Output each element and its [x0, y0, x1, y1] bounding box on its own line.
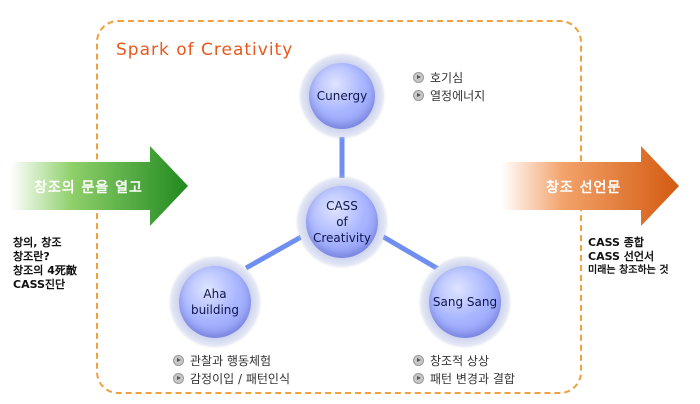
left-arrow — [10, 146, 188, 226]
bullet-arrow-icon — [173, 354, 184, 366]
connector-left — [244, 229, 312, 271]
right-arrow — [501, 146, 679, 226]
right-arrow-label: 창조 선언문 — [546, 180, 622, 196]
notes-cunergy: 호기심 열정에너지 — [413, 68, 485, 104]
node-cunergy-label: Cunergy — [316, 89, 368, 103]
bullet-arrow-icon — [413, 71, 424, 83]
node-center-label: CASS of Creativity — [312, 199, 372, 245]
left-list: 창의, 창조 창조란? 창조의 4死敵 CASS진단 — [13, 236, 77, 292]
bullet-arrow-icon — [413, 354, 424, 366]
left-arrow-label: 창조의 문을 열고 — [34, 180, 143, 196]
note-text: 열정에너지 — [430, 88, 486, 103]
bullet-arrow-icon — [173, 372, 184, 384]
node-sangsang-label: Sang Sang — [432, 295, 498, 309]
right-list-item: 미래는 창조하는 것 — [588, 265, 669, 276]
bullet-arrow-icon — [413, 89, 424, 101]
left-list-item: 창조의 4死敵 — [13, 264, 77, 277]
right-list-item: CASS 종합 — [588, 236, 645, 249]
note-text: 호기심 — [430, 70, 464, 85]
node-aha-building: Aha building — [171, 258, 259, 346]
right-list-item: CASS 선언서 — [588, 250, 655, 263]
note-text: 창조적 상상 — [430, 353, 490, 368]
connector-right — [373, 229, 442, 273]
node-sang-sang: Sang Sang — [421, 258, 509, 346]
node-cunergy: Cunergy — [301, 55, 383, 137]
left-list-item: 창의, 창조 — [13, 236, 62, 249]
note-text: 관찰과 행동체험 — [190, 353, 272, 368]
node-cass-center: CASS of Creativity — [298, 178, 386, 266]
left-list-item: CASS진단 — [13, 278, 66, 291]
left-list-item: 창조란? — [13, 250, 50, 263]
bullet-arrow-icon — [413, 372, 424, 384]
notes-aha: 관찰과 행동체험 감정이입 / 패턴인식 — [173, 351, 290, 387]
notes-sangsang: 창조적 상상 패턴 변경과 결합 — [413, 351, 515, 387]
right-list: CASS 종합 CASS 선언서 미래는 창조하는 것 — [588, 236, 669, 278]
diagram-title: Spark of Creativity — [116, 40, 294, 60]
note-text: 패턴 변경과 결합 — [430, 371, 515, 386]
note-text: 감정이입 / 패턴인식 — [190, 371, 290, 386]
node-aha-label: Aha building — [190, 287, 240, 317]
